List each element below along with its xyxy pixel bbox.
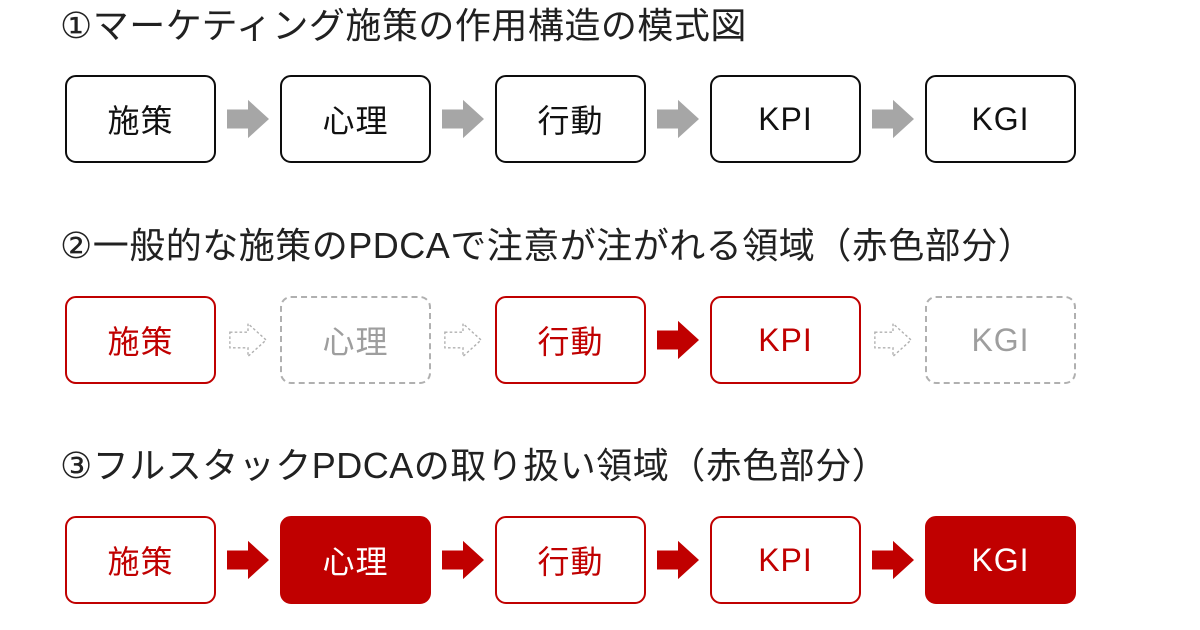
right-arrow-dashed-icon xyxy=(431,317,495,363)
right-arrow-icon xyxy=(216,535,280,585)
flow-row-1: 施策 心理 行動 KPI KGI xyxy=(65,75,1076,163)
box-kgi: KGI xyxy=(925,75,1076,163)
box-kpi: KPI xyxy=(710,75,861,163)
box-kpi: KPI xyxy=(710,296,861,384)
flow-row-3: 施策 心理 行動 KPI KGI xyxy=(65,516,1076,604)
right-arrow-icon xyxy=(646,96,710,142)
right-arrow-icon xyxy=(431,96,495,142)
flow-row-2: 施策 心理 行動 KPI KGI xyxy=(65,296,1076,384)
section-3-title: ③フルスタックPDCAの取り扱い領域（赤色部分） xyxy=(60,445,889,486)
box-action: 行動 xyxy=(495,516,646,604)
right-arrow-icon xyxy=(646,315,710,365)
box-psychology: 心理 xyxy=(280,516,431,604)
right-arrow-icon xyxy=(646,535,710,585)
right-arrow-icon xyxy=(431,535,495,585)
box-measure: 施策 xyxy=(65,75,216,163)
right-arrow-icon xyxy=(216,96,280,142)
right-arrow-icon xyxy=(861,535,925,585)
box-measure: 施策 xyxy=(65,516,216,604)
box-action: 行動 xyxy=(495,296,646,384)
section-1-title: ①マーケティング施策の作用構造の模式図 xyxy=(60,5,747,46)
right-arrow-dashed-icon xyxy=(216,317,280,363)
right-arrow-icon xyxy=(861,96,925,142)
right-arrow-dashed-icon xyxy=(861,317,925,363)
box-measure: 施策 xyxy=(65,296,216,384)
box-psychology: 心理 xyxy=(280,296,431,384)
box-psychology: 心理 xyxy=(280,75,431,163)
box-action: 行動 xyxy=(495,75,646,163)
box-kpi: KPI xyxy=(710,516,861,604)
section-2-title: ②一般的な施策のPDCAで注意が注がれる領域（赤色部分） xyxy=(60,225,1035,266)
box-kgi: KGI xyxy=(925,516,1076,604)
box-kgi: KGI xyxy=(925,296,1076,384)
